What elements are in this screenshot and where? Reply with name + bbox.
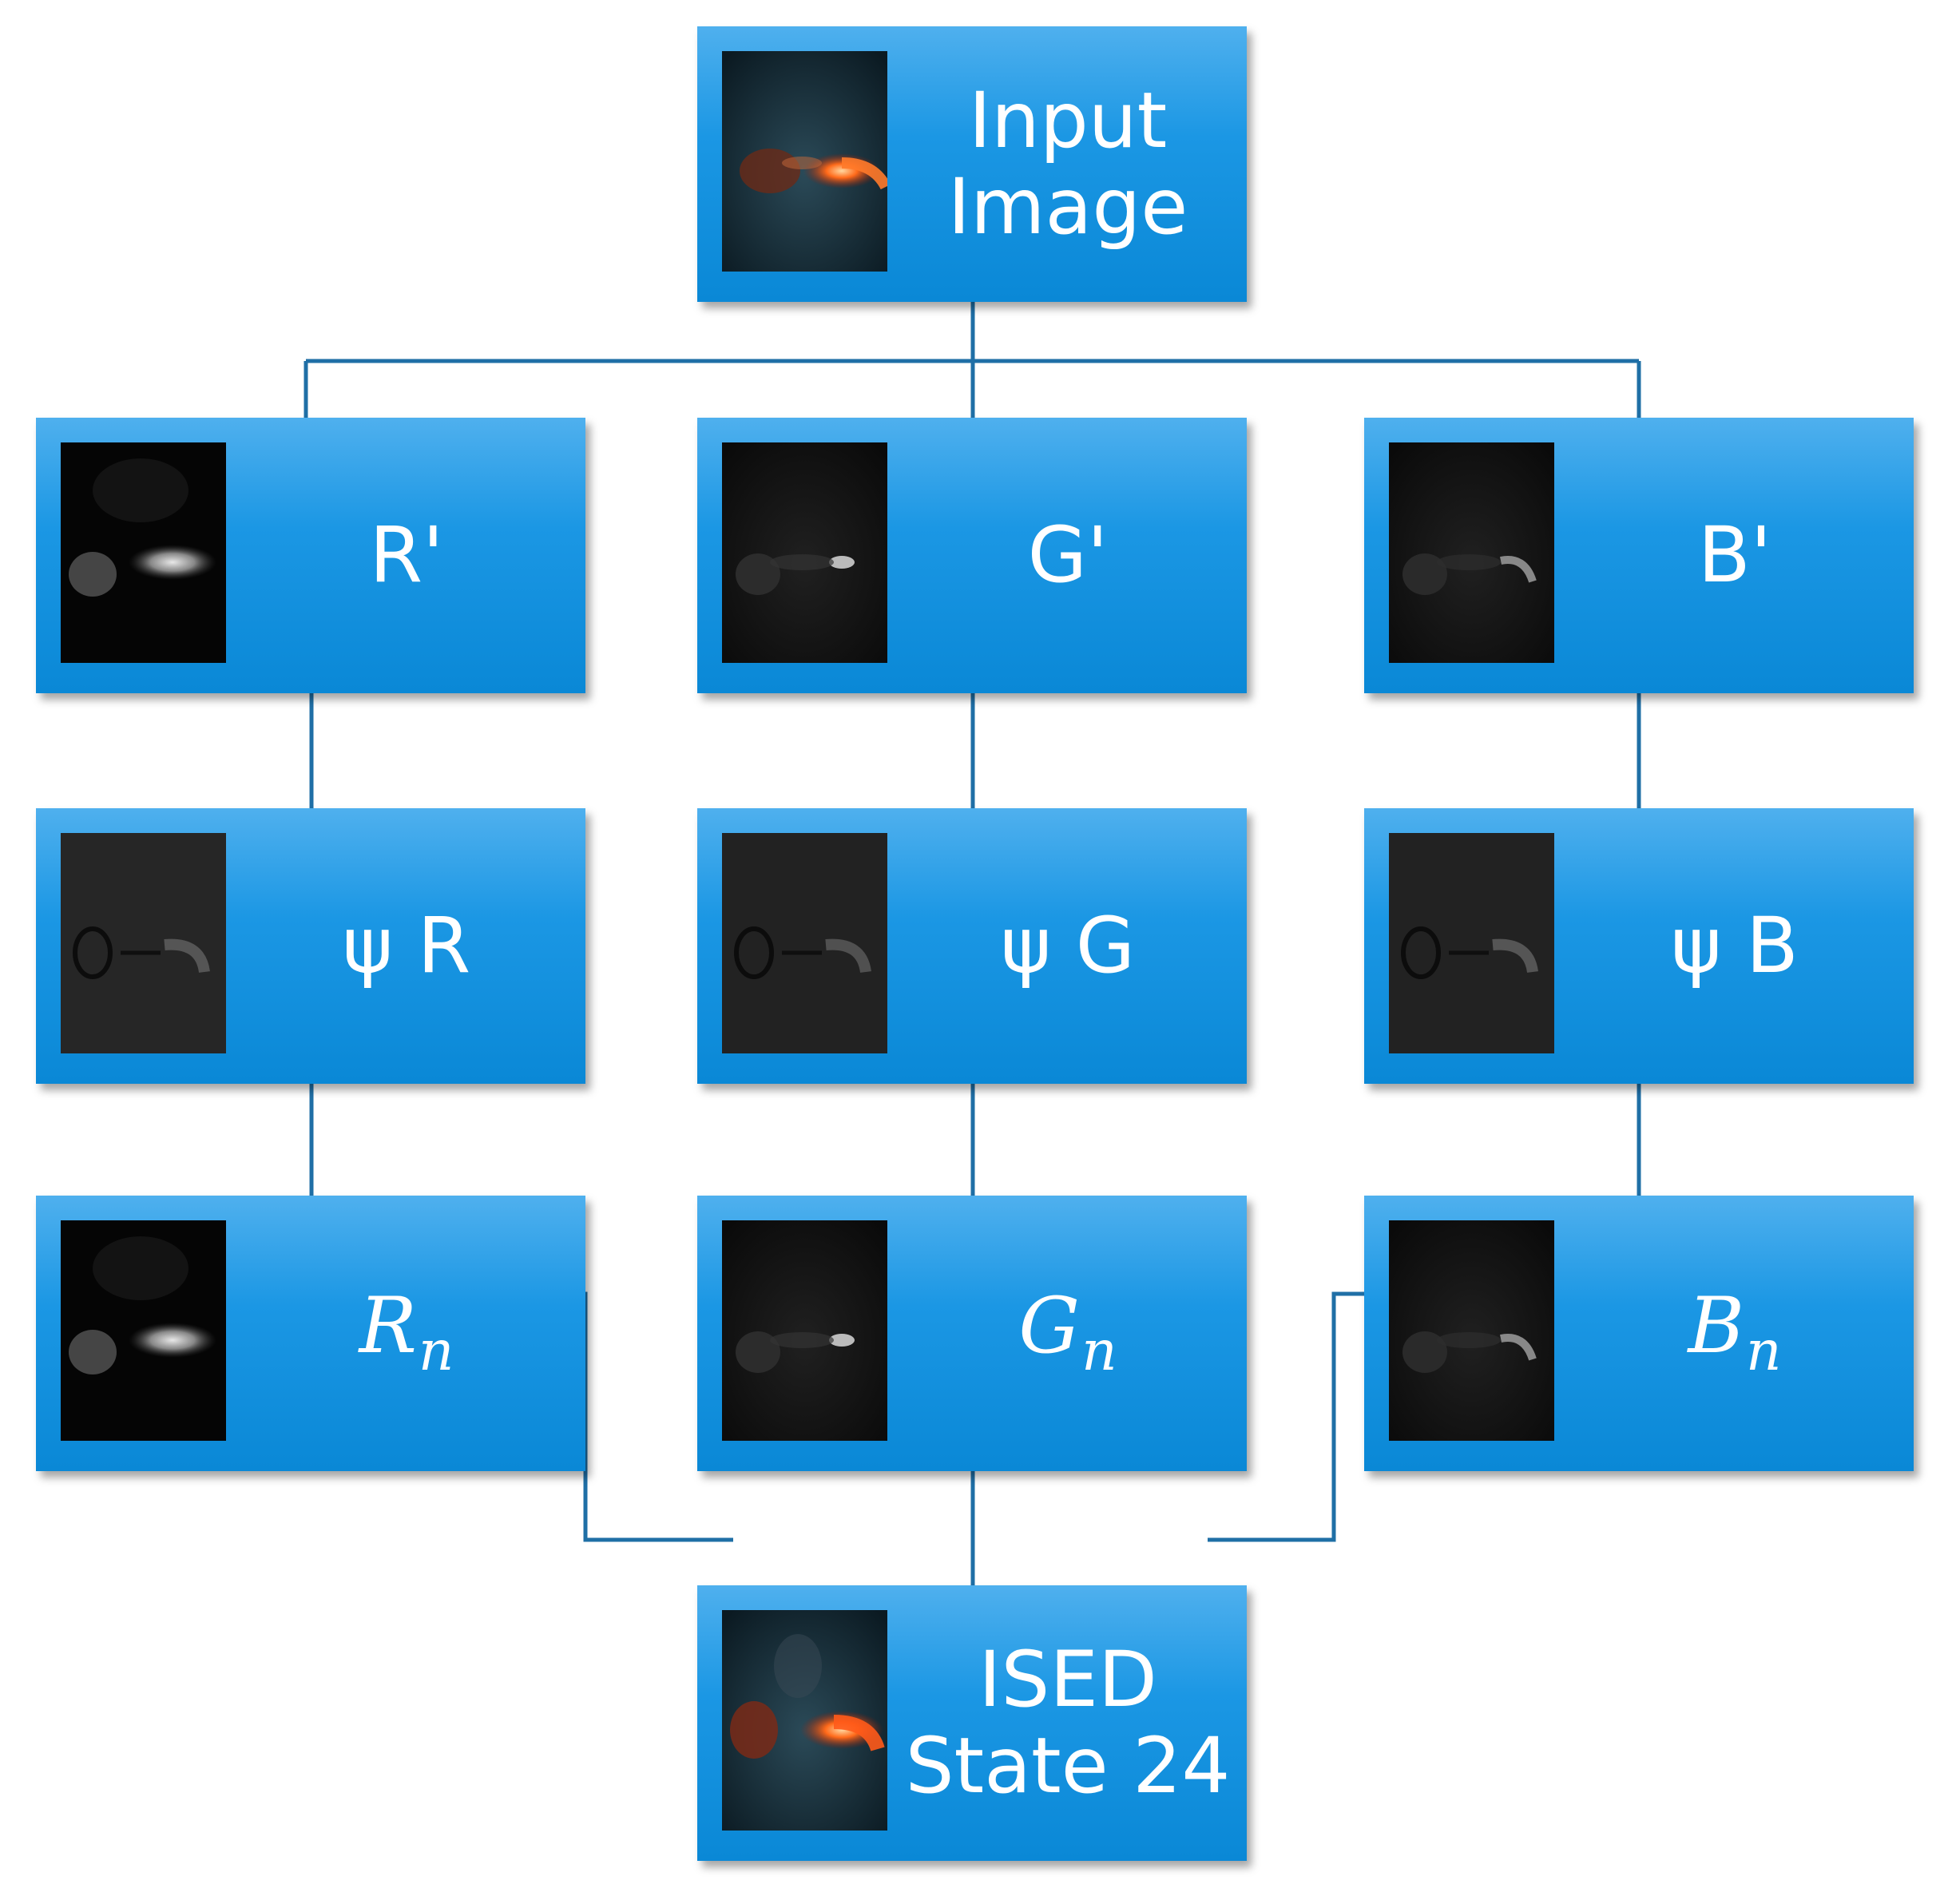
- psi-g-thumbnail: [722, 833, 887, 1053]
- b-n-label: Bn: [1688, 1281, 1782, 1384]
- g-n-node: Gn: [697, 1196, 1247, 1471]
- input-image-label: Input Image: [947, 75, 1188, 252]
- psi-r-label: ψ R: [342, 900, 471, 990]
- input-image-node: Input Image: [697, 26, 1247, 302]
- g-n-label: Gn: [1018, 1281, 1117, 1384]
- psi-b-node: ψ B: [1364, 808, 1914, 1084]
- psi-g-node: ψ G: [697, 808, 1247, 1084]
- ised-output-label: ISED State 24: [905, 1634, 1231, 1811]
- psi-g-label: ψ G: [1000, 900, 1136, 990]
- ised-output-thumbnail: [722, 1610, 887, 1831]
- psi-b-thumbnail: [1389, 833, 1554, 1053]
- b-n-thumbnail: [1389, 1220, 1554, 1441]
- b-prime-label: B': [1697, 510, 1772, 600]
- psi-b-label: ψ B: [1671, 900, 1799, 990]
- psi-r-thumbnail: [61, 833, 226, 1053]
- ised-output-node: ISED State 24: [697, 1585, 1247, 1861]
- g-prime-label: G': [1027, 510, 1109, 600]
- b-prime-node: B': [1364, 418, 1914, 693]
- r-prime-label: R': [369, 510, 444, 600]
- r-n-node: Rn: [36, 1196, 585, 1471]
- r-n-thumbnail: [61, 1220, 226, 1441]
- input-image-thumbnail: [722, 51, 887, 272]
- r-prime-node: R': [36, 418, 585, 693]
- g-n-thumbnail: [722, 1220, 887, 1441]
- r-prime-thumbnail: [61, 442, 226, 663]
- g-prime-thumbnail: [722, 442, 887, 663]
- psi-r-node: ψ R: [36, 808, 585, 1084]
- g-prime-node: G': [697, 418, 1247, 693]
- b-prime-thumbnail: [1389, 442, 1554, 663]
- r-n-label: Rn: [359, 1281, 454, 1384]
- b-n-node: Bn: [1364, 1196, 1914, 1471]
